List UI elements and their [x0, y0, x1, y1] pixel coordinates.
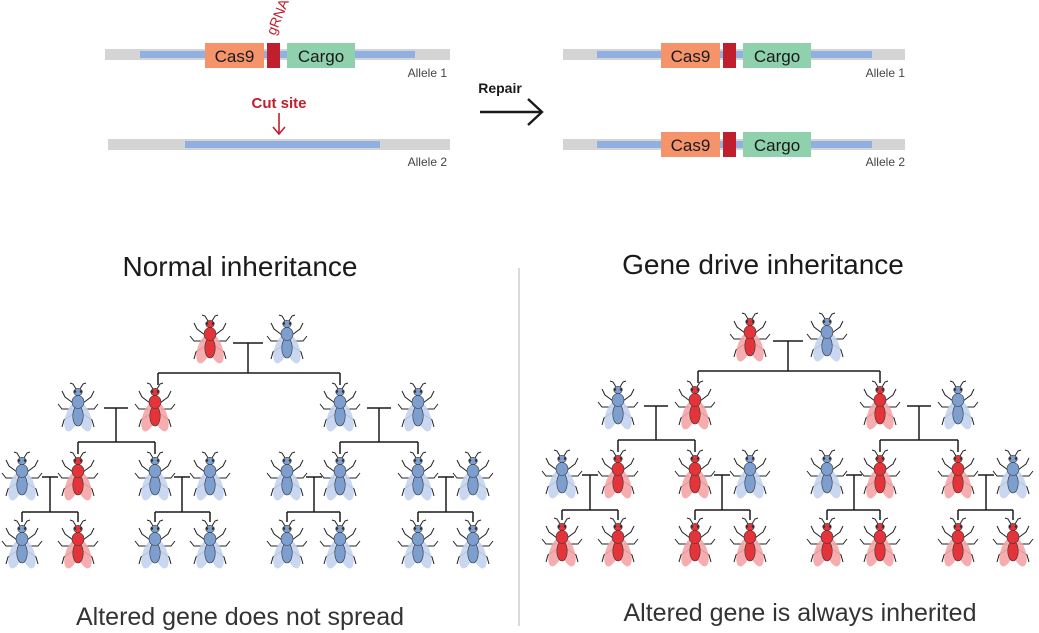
allele1-before: Cas9 Cargo gRNA Allele 1 — [105, 0, 450, 80]
blue-fly-icon — [397, 451, 439, 501]
cas9-label: Cas9 — [671, 136, 711, 155]
cargo-label: Cargo — [754, 47, 800, 66]
blue-fly-icon — [452, 519, 494, 569]
red-fly-icon — [674, 449, 716, 499]
blue-fly-icon — [266, 451, 308, 501]
repair-label: Repair — [478, 80, 522, 96]
blue-fly-icon — [189, 451, 231, 501]
grna-block — [723, 132, 736, 157]
blue-fly-icon — [806, 312, 848, 362]
left-panel-caption: Altered gene does not spread — [76, 603, 404, 631]
red-fly-icon — [729, 312, 771, 362]
red-fly-icon — [729, 517, 771, 567]
red-fly-icon — [57, 519, 99, 569]
allele1-after: Cas9 Cargo Allele 1 — [563, 43, 905, 80]
blue-fly-icon — [319, 451, 361, 501]
right-arrow-icon — [480, 98, 544, 126]
blue-fly-icon — [992, 449, 1034, 499]
cargo-block — [287, 43, 355, 68]
red-fly-icon — [674, 517, 716, 567]
red-fly-icon — [674, 380, 716, 430]
red-fly-icon — [937, 449, 979, 499]
blue-fly-icon — [266, 519, 308, 569]
blue-fly-icon — [134, 451, 176, 501]
blue-fly-icon — [266, 314, 308, 364]
cas9-block — [205, 43, 264, 68]
cut-site-arrow-icon — [272, 113, 286, 136]
blue-fly-icon — [319, 382, 361, 432]
allele2-label: Allele 2 — [408, 155, 448, 169]
dna-strand-blue — [185, 141, 380, 148]
blue-fly-icon — [729, 449, 771, 499]
grna-block — [723, 43, 736, 68]
blue-fly-icon — [397, 382, 439, 432]
blue-fly-icon — [541, 449, 583, 499]
blue-fly-icon — [189, 519, 231, 569]
cut-site-label: Cut site — [251, 95, 306, 112]
blue-fly-icon — [597, 380, 639, 430]
blue-fly-icon — [397, 519, 439, 569]
left-panel-title: Normal inheritance — [123, 251, 358, 282]
right-panel-caption: Altered gene is always inherited — [624, 599, 977, 627]
left-pedigree — [1, 314, 494, 569]
red-fly-icon — [859, 517, 901, 567]
right-panel-title: Gene drive inheritance — [622, 249, 904, 280]
red-fly-icon — [992, 517, 1034, 567]
grna-label: gRNA — [263, 0, 292, 37]
right-pedigree — [541, 312, 1034, 567]
blue-fly-icon — [937, 380, 979, 430]
cargo-block — [743, 132, 811, 157]
blue-fly-icon — [1, 451, 43, 501]
grna-block — [267, 43, 280, 68]
cas9-label: Cas9 — [215, 47, 255, 66]
blue-fly-icon — [134, 519, 176, 569]
red-fly-icon — [859, 380, 901, 430]
red-fly-icon — [541, 517, 583, 567]
blue-fly-icon — [806, 449, 848, 499]
blue-fly-icon — [1, 519, 43, 569]
allele1-label: Allele 1 — [866, 66, 906, 80]
red-fly-icon — [189, 314, 231, 364]
cargo-block — [743, 43, 811, 68]
red-fly-icon — [597, 517, 639, 567]
cas9-block — [661, 43, 720, 68]
allele2-before: Cut site Allele 2 — [108, 95, 450, 169]
blue-fly-icon — [57, 382, 99, 432]
repair-arrow: Repair — [478, 80, 544, 126]
cas9-label: Cas9 — [671, 47, 711, 66]
allele2-after: Cas9 Cargo Allele 2 — [563, 132, 905, 169]
red-fly-icon — [57, 451, 99, 501]
blue-fly-icon — [319, 519, 361, 569]
allele2-label: Allele 2 — [866, 155, 906, 169]
cas9-block — [661, 132, 720, 157]
red-fly-icon — [859, 449, 901, 499]
cargo-label: Cargo — [754, 136, 800, 155]
red-fly-icon — [134, 382, 176, 432]
allele1-label: Allele 1 — [408, 66, 448, 80]
blue-fly-icon — [452, 451, 494, 501]
cargo-label: Cargo — [298, 47, 344, 66]
red-fly-icon — [806, 517, 848, 567]
red-fly-icon — [597, 449, 639, 499]
red-fly-icon — [937, 517, 979, 567]
